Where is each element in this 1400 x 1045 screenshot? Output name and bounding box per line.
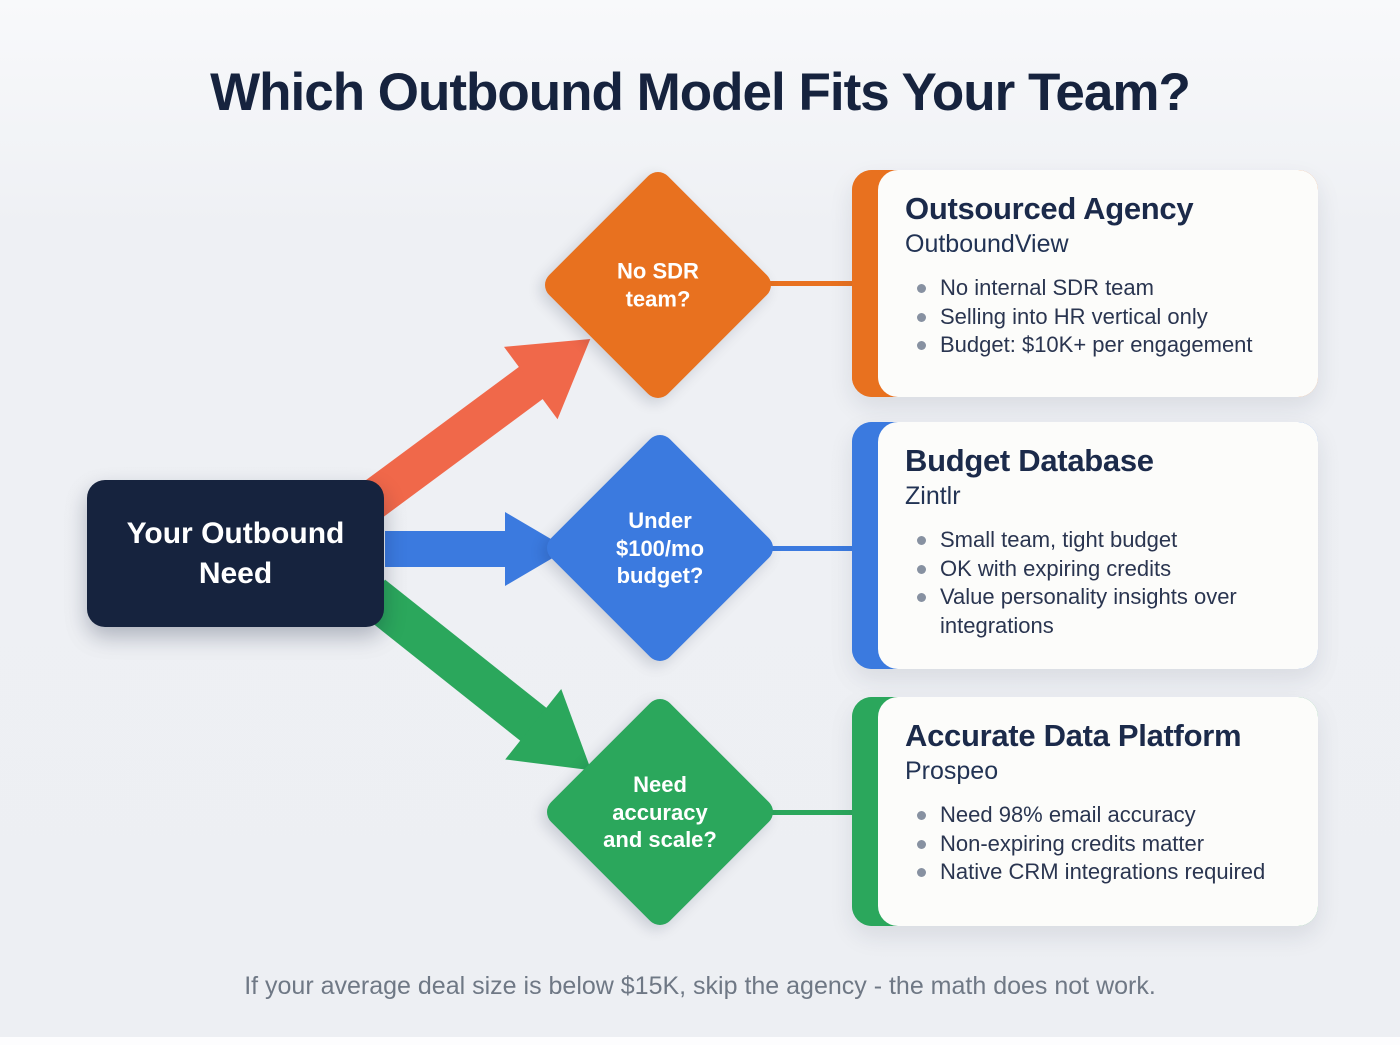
- decision-node-budget: Under $100/mo budget?: [541, 429, 779, 667]
- card-body: Outsourced Agency OutboundView No intern…: [878, 170, 1318, 397]
- card-bullet-list: Small team, tight budget OK with expirin…: [905, 526, 1296, 640]
- bullet-item: No internal SDR team: [905, 274, 1296, 303]
- arrow-up-orange: [358, 339, 591, 519]
- bullet-item: Need 98% email accuracy: [905, 801, 1296, 830]
- connector-line-orange: [738, 281, 864, 286]
- card-vendor: Prospeo: [905, 757, 999, 785]
- page-title: Which Outbound Model Fits Your Team?: [210, 63, 1191, 122]
- option-card-accurate-data-platform: Accurate Data Platform Prospeo Need 98% …: [852, 697, 1318, 926]
- decision-question: No SDR team?: [617, 258, 699, 312]
- card-bullet-list: Need 98% email accuracy Non-expiring cre…: [905, 801, 1296, 887]
- option-card-budget-database: Budget Database Zintlr Small team, tight…: [852, 422, 1318, 669]
- footer-note: If your average deal size is below $15K,…: [244, 972, 1156, 1000]
- arrow-down-green: [358, 579, 592, 771]
- bullet-item: Value personality insights over integrat…: [905, 583, 1296, 640]
- start-node-label: Your Outbound Need: [126, 516, 345, 590]
- card-vendor: OutboundView: [905, 230, 1069, 258]
- decision-question: Under $100/mo budget?: [615, 507, 705, 588]
- bullet-item: Selling into HR vertical only: [905, 303, 1296, 332]
- arrow-right-blue: [385, 512, 568, 586]
- connector-line-blue: [740, 546, 864, 551]
- connector-line-green: [740, 810, 864, 815]
- card-body: Accurate Data Platform Prospeo Need 98% …: [878, 697, 1318, 926]
- bullet-item: OK with expiring credits: [905, 555, 1296, 584]
- bullet-item: Budget: $10K+ per engagement: [905, 331, 1296, 360]
- decision-node-accuracy: Need accuracy and scale?: [541, 693, 779, 931]
- bottom-strip: [0, 1037, 1400, 1045]
- card-bullet-list: No internal SDR team Selling into HR ver…: [905, 274, 1296, 360]
- decision-question: Need accuracy and scale?: [603, 771, 717, 852]
- card-title: Outsourced Agency: [905, 191, 1194, 226]
- bullet-item: Non-expiring credits matter: [905, 830, 1296, 859]
- bullet-item: Native CRM integrations required: [905, 858, 1296, 887]
- card-vendor: Zintlr: [905, 482, 961, 510]
- card-title: Accurate Data Platform: [905, 718, 1242, 753]
- start-node: Your Outbound Need: [87, 480, 384, 627]
- option-card-outsourced-agency: Outsourced Agency OutboundView No intern…: [852, 170, 1318, 397]
- bullet-item: Small team, tight budget: [905, 526, 1296, 555]
- card-body: Budget Database Zintlr Small team, tight…: [878, 422, 1318, 669]
- card-title: Budget Database: [905, 443, 1154, 478]
- decision-node-no-sdr: No SDR team?: [539, 166, 777, 404]
